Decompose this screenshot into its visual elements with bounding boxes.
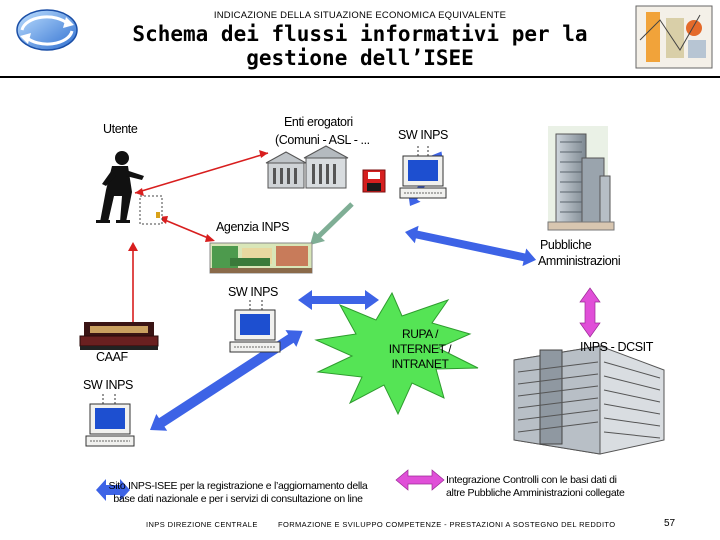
legend-purple-line1: Integrazione Controlli con le basi dati … [446, 474, 666, 487]
legend-blue-line2: base dati nazionale e per i servizi di c… [108, 493, 368, 506]
sw-inps-center-label: SW INPS [228, 285, 278, 299]
enti-erogatori-sublabel: (Comuni - ASL - ... [275, 133, 370, 147]
caaf-office-icon [80, 322, 158, 350]
sw-inps-caaf-label: SW INPS [83, 378, 133, 392]
document-icon [140, 196, 162, 224]
inps-dcsit-building-icon [514, 346, 664, 454]
rupa-label-line2: INTERNET / [380, 342, 460, 357]
computer-caaf-icon [86, 394, 134, 446]
agency-office-image [210, 243, 312, 273]
purple-arrow-pa-dcsit [580, 288, 600, 337]
floppy-disk-icon [363, 170, 385, 192]
agenzia-inps-label: Agenzia INPS [216, 220, 289, 234]
red-arrow-utente-enti [135, 150, 268, 196]
page-number: 57 [664, 518, 675, 529]
sw-inps-enti-label: SW INPS [398, 128, 448, 142]
user-figure-icon [96, 151, 144, 223]
rupa-label-line3: INTRANET [380, 357, 460, 372]
legend-blue-text: Sito INPS-ISEE per la registrazione e l’… [108, 480, 368, 506]
legend-purple-arrow-icon [396, 470, 444, 490]
decorative-collage-icon [636, 6, 712, 68]
footer-left: INPS DIREZIONE CENTRALE [146, 520, 258, 529]
green-arrow-enti-agenzia [310, 204, 352, 245]
legend-purple-text: Integrazione Controlli con le basi dati … [446, 474, 666, 500]
pa-label-line2: Amministrazioni [538, 254, 620, 268]
logo-icon [17, 10, 77, 50]
caaf-label: CAAF [96, 350, 128, 364]
utente-label: Utente [103, 122, 137, 136]
red-arrow-utente-agenzia [158, 216, 215, 242]
pa-label-line1: Pubbliche [540, 238, 591, 252]
blue-arrow-caaf [145, 322, 309, 438]
enti-buildings-icon [266, 146, 348, 188]
blue-arrow-agency-pa [403, 223, 538, 268]
blue-arrow-center [298, 290, 379, 310]
footer-middle: FORMAZIONE E SVILUPPO COMPETENZE - PREST… [278, 520, 616, 529]
legend-blue-line1: Sito INPS-ISEE per la registrazione e l’… [108, 480, 368, 493]
inps-dcsit-label: INPS - DCSIT [580, 340, 653, 354]
computer-center-icon [230, 300, 280, 352]
legend-purple-line2: altre Pubbliche Amministrazioni collegat… [446, 487, 666, 500]
public-admin-buildings-icon [548, 126, 614, 230]
rupa-label-line1: RUPA / [380, 327, 460, 342]
enti-erogatori-label: Enti erogatori [284, 115, 353, 129]
rupa-label: RUPA / INTERNET / INTRANET [380, 327, 460, 372]
